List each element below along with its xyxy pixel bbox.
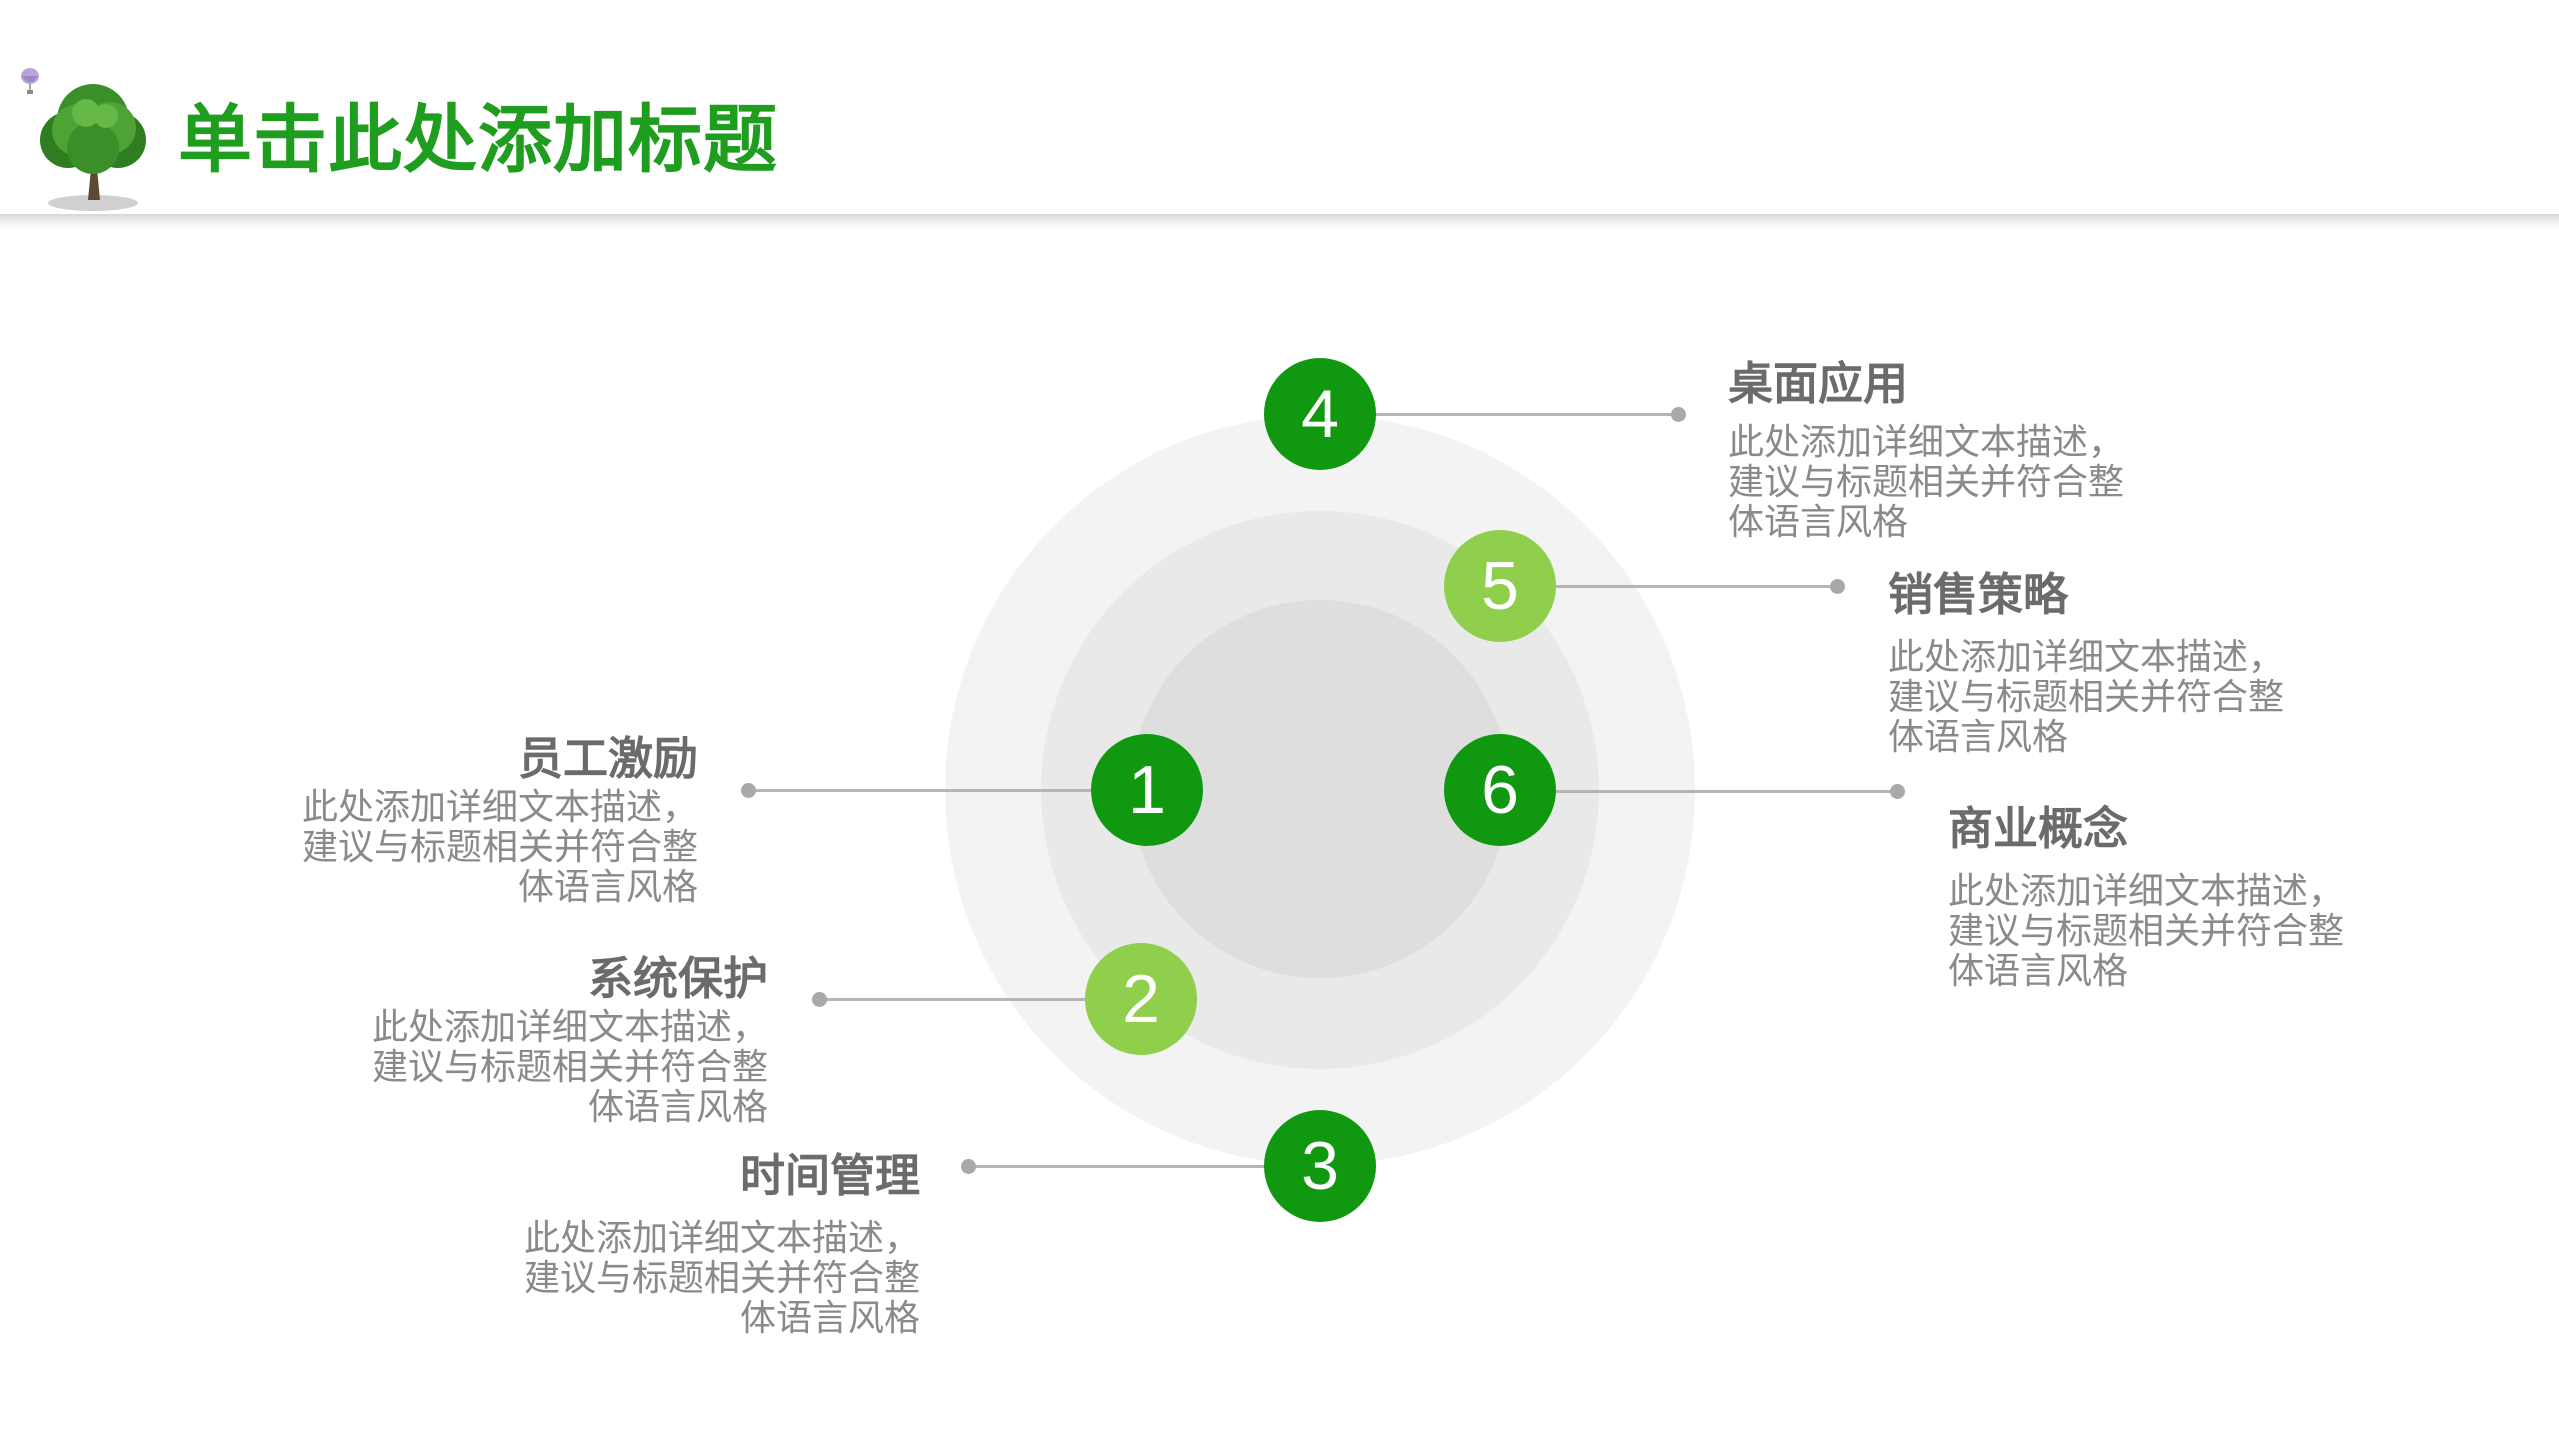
tree-logo-icon — [21, 68, 146, 211]
connector-dot-6 — [1890, 784, 1905, 799]
connector-6 — [1500, 790, 1897, 793]
node-5[interactable]: 5 — [1444, 530, 1556, 642]
connector-2 — [819, 998, 1139, 1001]
connector-dot-5 — [1830, 579, 1845, 594]
item-title-2[interactable]: 系统保护 — [587, 952, 768, 1005]
item-title-3[interactable]: 时间管理 — [739, 1149, 920, 1202]
connector-4 — [1320, 413, 1678, 416]
connector-dot-2 — [812, 992, 827, 1007]
item-desc-5[interactable]: 此处添加详细文本描述， 建议与标题相关并符合整 体语言风格 — [1888, 637, 2285, 758]
item-desc-3[interactable]: 此处添加详细文本描述， 建议与标题相关并符合整 体语言风格 — [523, 1218, 920, 1339]
node-6[interactable]: 6 — [1444, 734, 1556, 846]
item-desc-4[interactable]: 此处添加详细文本描述， 建议与标题相关并符合整 体语言风格 — [1728, 422, 2125, 543]
node-1[interactable]: 1 — [1091, 734, 1203, 846]
connector-3 — [968, 1165, 1318, 1168]
item-title-6[interactable]: 商业概念 — [1948, 802, 2129, 855]
node-4[interactable]: 4 — [1264, 358, 1376, 470]
item-block-6: 商业概念 此处添加详细文本描述， 建议与标题相关并符合整 体语言风格 — [1948, 800, 2408, 992]
item-block-5: 销售策略 此处添加详细文本描述， 建议与标题相关并符合整 体语言风格 — [1888, 566, 2348, 758]
item-title-1[interactable]: 员工激励 — [517, 732, 698, 785]
item-block-4: 桌面应用 此处添加详细文本描述， 建议与标题相关并符合整 体语言风格 — [1728, 355, 2188, 543]
slide-header: 单击此处添加标题 — [0, 0, 2559, 218]
connector-5 — [1500, 585, 1837, 588]
item-block-2: 系统保护 此处添加详细文本描述， 建议与标题相关并符合整 体语言风格 — [308, 950, 768, 1128]
item-desc-1[interactable]: 此处添加详细文本描述， 建议与标题相关并符合整 体语言风格 — [301, 787, 698, 908]
item-block-3: 时间管理 此处添加详细文本描述， 建议与标题相关并符合整 体语言风格 — [460, 1147, 920, 1339]
page-title[interactable]: 单击此处添加标题 — [178, 97, 778, 183]
connector-dot-1 — [741, 783, 756, 798]
item-block-1: 员工激励 此处添加详细文本描述， 建议与标题相关并符合整 体语言风格 — [238, 730, 698, 908]
connector-dot-4 — [1671, 407, 1686, 422]
item-title-4[interactable]: 桌面应用 — [1728, 357, 1909, 410]
connector-dot-3 — [961, 1159, 976, 1174]
item-desc-6[interactable]: 此处添加详细文本描述， 建议与标题相关并符合整 体语言风格 — [1948, 871, 2345, 992]
connector-1 — [748, 789, 1148, 792]
item-title-5[interactable]: 销售策略 — [1888, 568, 2069, 621]
node-3[interactable]: 3 — [1264, 1110, 1376, 1222]
item-desc-2[interactable]: 此处添加详细文本描述， 建议与标题相关并符合整 体语言风格 — [371, 1007, 768, 1128]
node-2[interactable]: 2 — [1085, 943, 1197, 1055]
header-divider — [0, 214, 2559, 230]
